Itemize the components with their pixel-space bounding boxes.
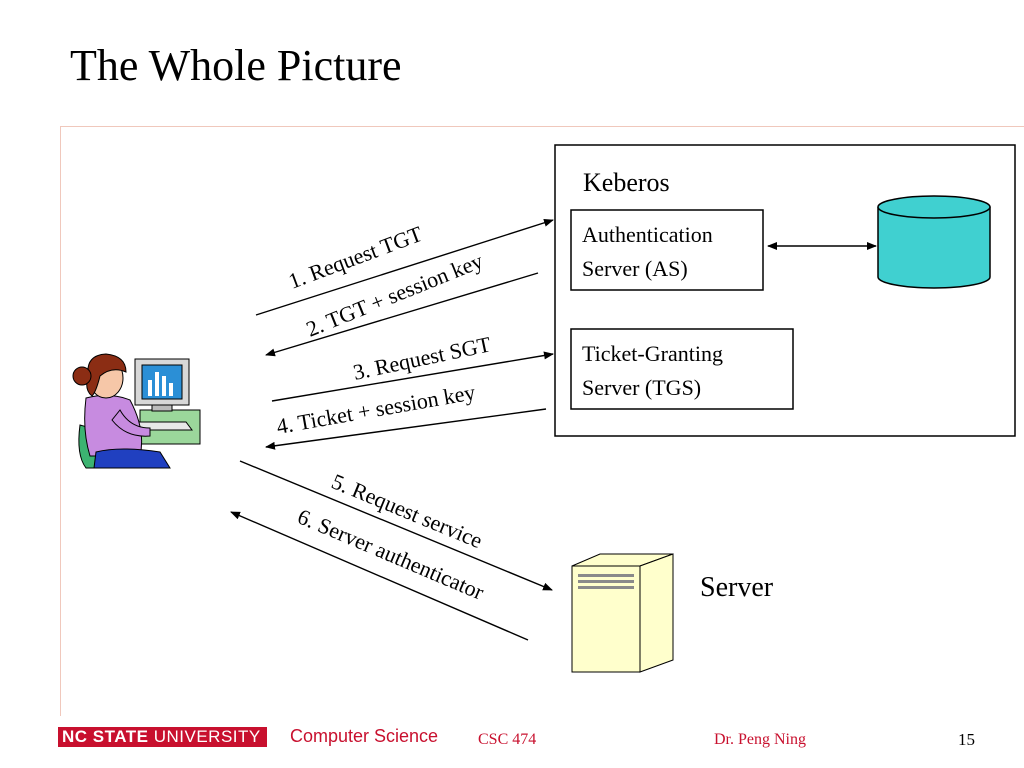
tgs-box [570,328,794,410]
department-name: Computer Science [290,726,439,746]
top-divider [60,126,1024,127]
database-icon [877,195,991,289]
university-logo: NC STATE UNIVERSITY [58,727,267,747]
slide-title: The Whole Picture [70,41,402,90]
kerberos-label: Keberos [583,168,670,197]
tgs-label-line1: Ticket-Granting [582,341,723,366]
author-name: Dr. Peng Ning [714,731,806,748]
user-at-computer-icon [72,353,201,469]
course-code: CSC 474 [478,731,537,748]
arrow-ticket-session-key [265,408,547,450]
as-label-line1: Authentication [582,222,713,247]
left-divider [60,126,61,716]
arrow-server-authenticator [230,511,529,641]
label-ticket-session-key: 4. Ticket + session key [275,379,478,439]
arrow-request-service [239,460,553,591]
arrow-tgt-session-key [265,272,539,357]
server-label: Server [700,572,774,603]
as-label-line2: Server (AS) [582,256,688,281]
arrow-request-tgt [255,218,554,316]
as-box [570,209,764,291]
arrow-request-sgt [271,351,554,402]
page-number: 15 [958,730,975,749]
tgs-label-line2: Server (TGS) [582,375,701,400]
server-tower-icon [571,553,674,673]
label-request-sgt: 3. Request SGT [351,331,494,385]
